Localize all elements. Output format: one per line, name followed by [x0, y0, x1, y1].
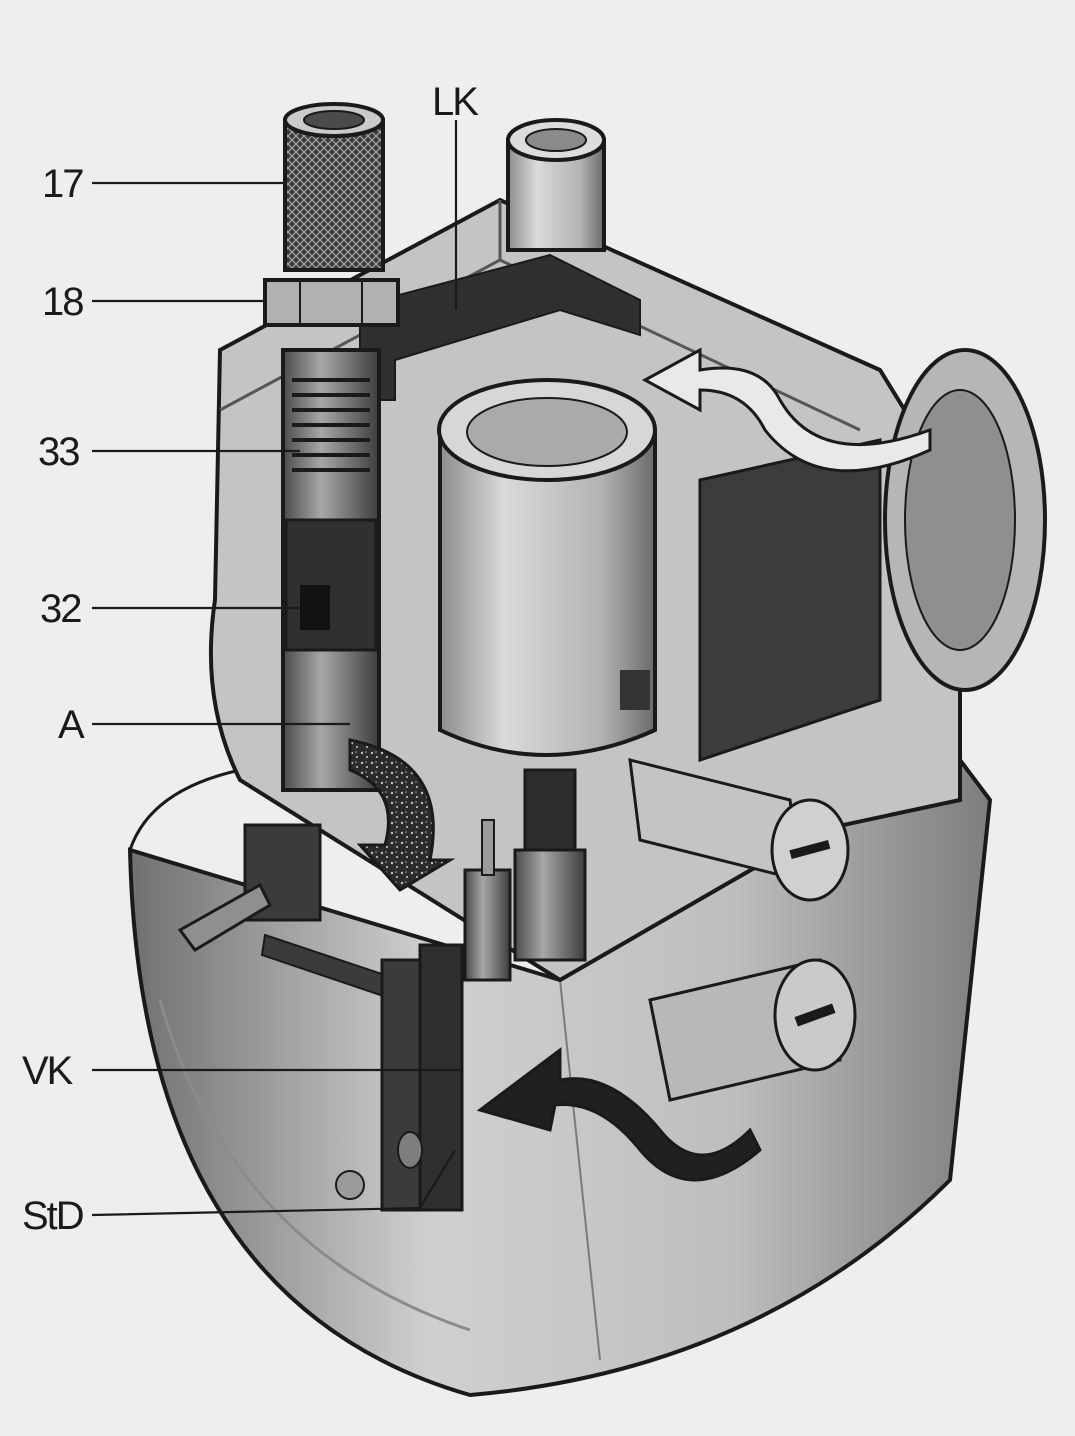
choke-bracket: [177, 823, 402, 1002]
throttle-slide: [437, 378, 657, 757]
top-inlet-pipe: [506, 118, 606, 252]
label-17: 17: [42, 162, 83, 206]
fuel-arrow: [476, 1047, 762, 1182]
float-vent-vk: [335, 943, 464, 1212]
starter-assembly: [263, 102, 400, 792]
leader-std: [91, 1149, 456, 1217]
label-32: 32: [40, 587, 81, 631]
air-intake: [698, 348, 1047, 763]
label-a: A: [58, 703, 85, 747]
adjuster-17: [283, 102, 385, 272]
mixture-screw: [628, 758, 850, 902]
label-std: StD: [22, 1194, 83, 1238]
jet-assembly: [463, 768, 587, 982]
label-33: 33: [38, 430, 79, 474]
curved-arrow-a: [348, 738, 456, 892]
lock-nut-18: [263, 278, 400, 327]
intake-arrow: [641, 347, 932, 473]
leader-lines: [91, 120, 460, 1217]
labels: LK 17 18 33 32 A VK StD: [22, 80, 481, 1238]
label-lk: LK: [432, 80, 479, 124]
flow-arrows: [348, 347, 932, 1182]
label-18: 18: [42, 280, 83, 324]
spring-33: [292, 378, 370, 472]
label-vk: VK: [22, 1049, 74, 1093]
idle-screw: [648, 958, 857, 1102]
plunger-32: [284, 518, 378, 652]
